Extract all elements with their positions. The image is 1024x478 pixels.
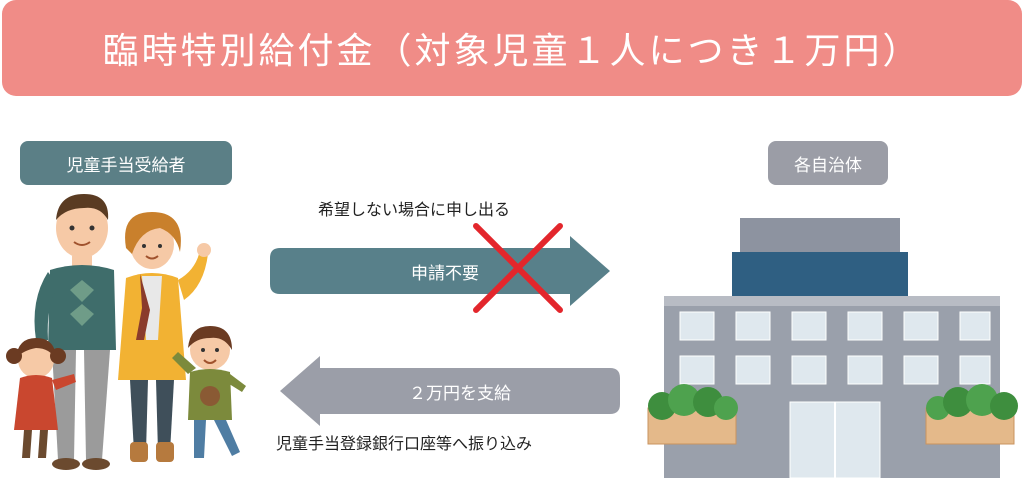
- no-application-arrow: 申請不要: [270, 236, 620, 306]
- decline-caption: 希望しない場合に申し出る: [318, 200, 511, 219]
- title-banner: 臨時特別給付金（対象児童１人につき１万円）: [2, 0, 1022, 96]
- left-arrow-icon: [280, 356, 620, 426]
- transfer-caption: 児童手当登録銀行口座等へ振り込み: [276, 434, 533, 453]
- municipality-label: 各自治体: [768, 141, 888, 185]
- right-arrow-icon: [270, 236, 610, 306]
- payment-label: ２万円を支給: [409, 383, 511, 404]
- payment-arrow: ２万円を支給: [270, 356, 620, 426]
- hedge-left-icon: [647, 384, 738, 445]
- recipient-label: 児童手当受給者: [20, 141, 232, 185]
- hedge-right-icon: [925, 384, 1018, 445]
- building-icon: [647, 218, 1018, 478]
- cross-icon: [473, 223, 563, 313]
- family-icon: [6, 194, 246, 470]
- no-application-label: 申請不要: [411, 263, 479, 284]
